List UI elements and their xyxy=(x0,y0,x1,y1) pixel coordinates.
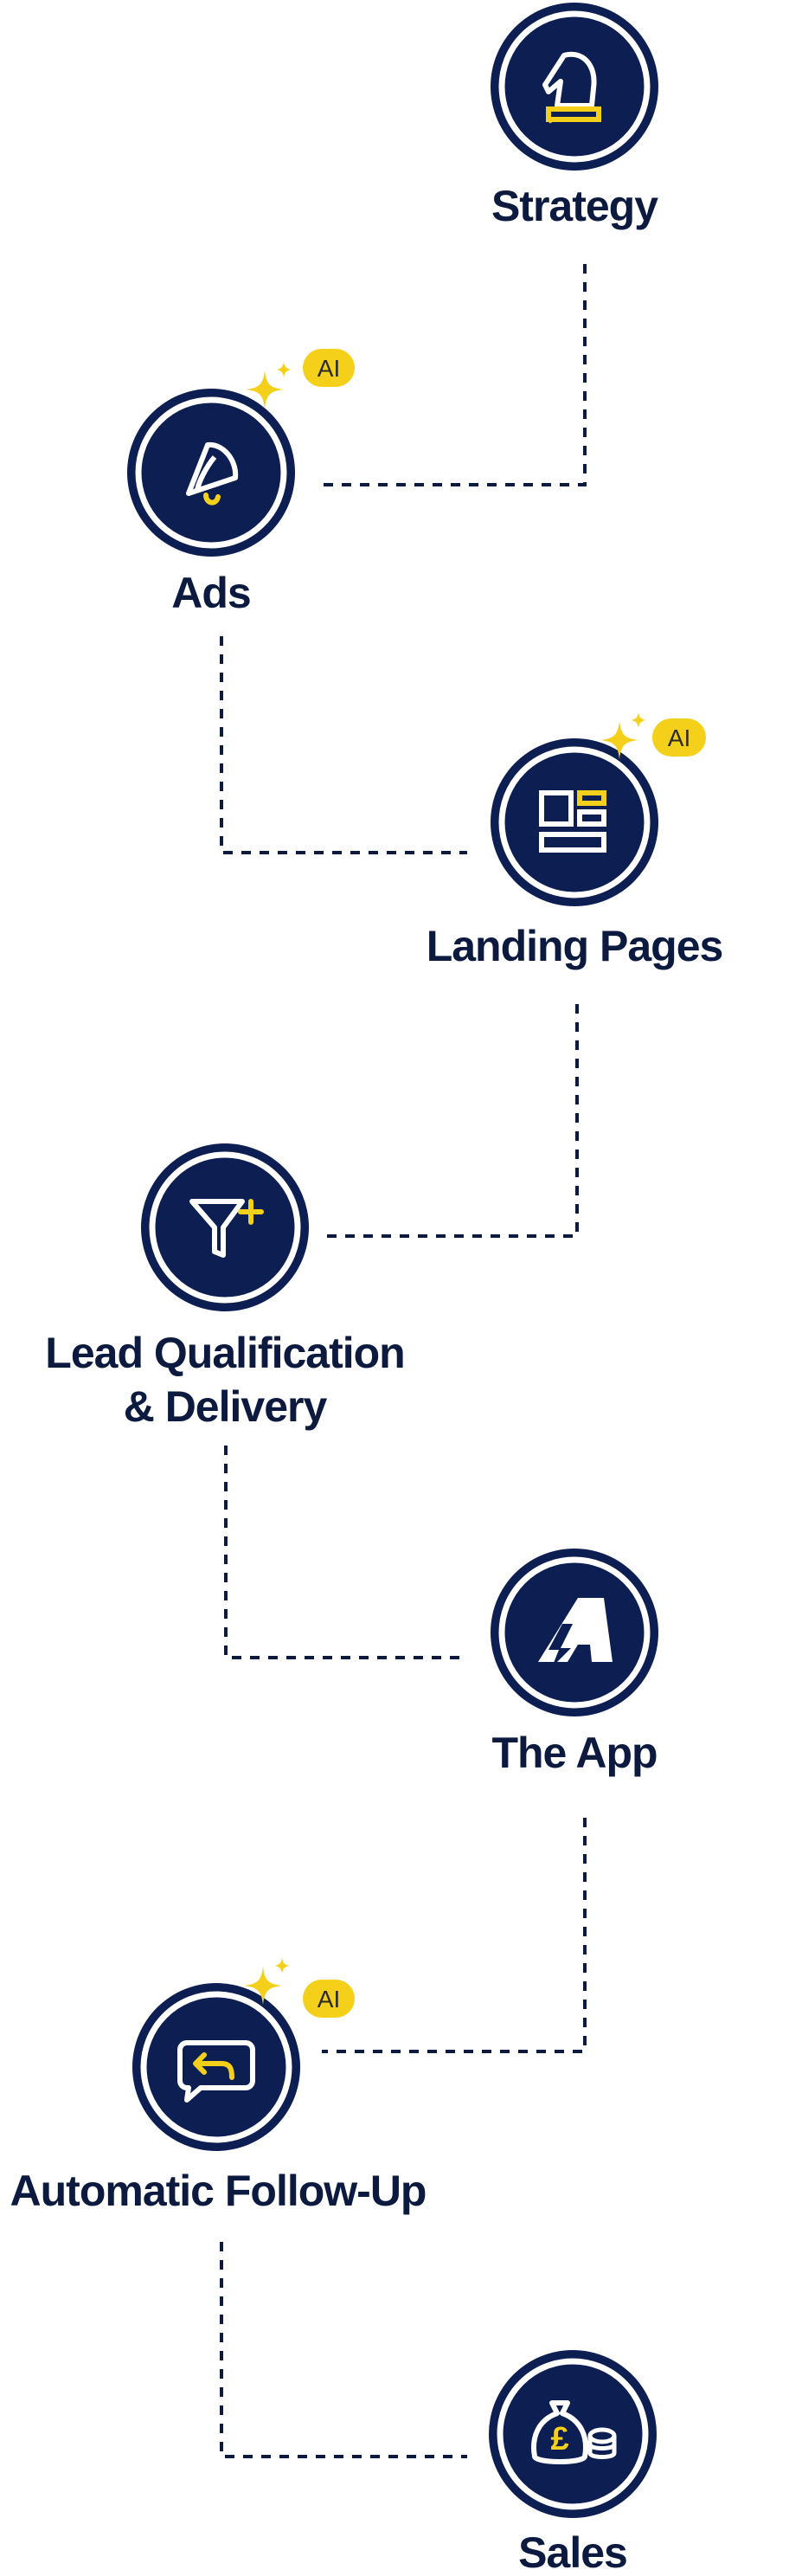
step-circle-ring xyxy=(498,10,651,163)
ai-badge-label: AI xyxy=(318,355,340,382)
connector-ads-landing xyxy=(220,636,467,854)
step-circle-ring xyxy=(149,1151,301,1304)
layout-icon xyxy=(539,790,606,853)
step-strategy: Strategy xyxy=(491,3,659,230)
megaphone-icon xyxy=(186,441,239,506)
ai-badge xyxy=(303,349,355,387)
step-circle-ring xyxy=(498,746,651,898)
funnel-plus-icon xyxy=(189,1199,264,1258)
step-circle xyxy=(491,3,658,171)
step-circle xyxy=(127,389,295,557)
connector-strategy-ads xyxy=(322,264,587,486)
ai-badge-label: AI xyxy=(668,724,690,751)
chat-reply-icon xyxy=(177,2040,255,2103)
step-automatic-follow-up: AI Automatic Follow-Up xyxy=(10,1958,427,2215)
connector-followup-sales xyxy=(220,2242,467,2458)
step-label: Automatic Follow-Up xyxy=(10,2167,427,2215)
step-sales: £ Sales xyxy=(489,2350,657,2576)
step-label: Sales xyxy=(518,2528,627,2576)
step-label: Ads xyxy=(171,569,250,617)
step-label: Lead Qualification xyxy=(45,1329,404,1377)
connector-landing-lead xyxy=(322,1004,579,1238)
step-label: Landing Pages xyxy=(427,922,723,970)
chess-knight-icon xyxy=(542,51,601,124)
connector-lead-app xyxy=(224,1446,467,1659)
step-label: Strategy xyxy=(491,182,658,230)
ai-badge xyxy=(652,718,706,757)
ai-badge xyxy=(303,1980,355,2018)
step-circle xyxy=(132,1983,300,2151)
step-circle-ring xyxy=(498,1556,651,1709)
step-circle-ring xyxy=(135,396,287,549)
step-circle xyxy=(489,2350,657,2518)
svg-text:£: £ xyxy=(550,2421,568,2457)
app-logo-icon xyxy=(538,1598,613,1667)
step-label-line2: & Delivery xyxy=(124,1382,328,1431)
step-the-app: The App xyxy=(491,1549,658,1777)
ai-badge-label: AI xyxy=(318,1986,340,2012)
money-bag-coins-icon: £ xyxy=(531,2400,617,2464)
step-circle-ring xyxy=(140,1991,292,2143)
step-landing-pages: AI Landing Pages xyxy=(427,712,723,970)
step-circle-ring xyxy=(497,2358,649,2510)
step-label: The App xyxy=(491,1729,657,1777)
connectors xyxy=(220,264,587,2458)
step-ads: AI Ads xyxy=(127,349,355,617)
connector-app-followup xyxy=(322,1818,587,2053)
step-circle xyxy=(491,738,658,906)
step-lead-qualification: Lead Qualification & Delivery xyxy=(45,1143,406,1431)
